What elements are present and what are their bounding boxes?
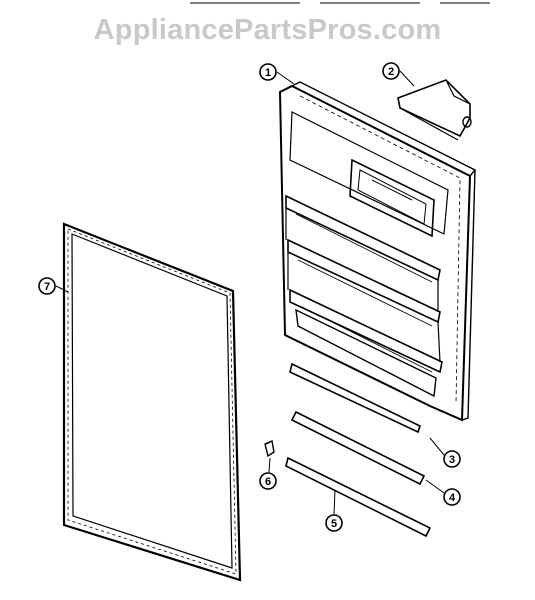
door-liner[interactable] — [278, 81, 477, 422]
callout-label-2: 2 — [388, 66, 394, 78]
retainer-bar-4[interactable] — [285, 456, 432, 538]
callout-label-6: 6 — [265, 476, 271, 488]
retainer-bar-upper[interactable] — [289, 362, 421, 434]
callout-label-5: 5 — [331, 518, 337, 530]
callout-1: 1 — [259, 63, 277, 81]
leader-lines — [55, 70, 445, 515]
callout-label-1: 1 — [265, 67, 271, 79]
dairy-door[interactable] — [397, 79, 472, 141]
callout-label-7: 7 — [44, 281, 50, 293]
callout-4: 4 — [443, 488, 461, 506]
callout-label-3: 3 — [449, 454, 455, 466]
watermark-text: AppliancePartsPros.com — [93, 14, 442, 46]
callout-3: 3 — [443, 450, 461, 468]
callout-2: 2 — [382, 62, 400, 80]
callout-5: 5 — [325, 514, 343, 532]
callout-label-4: 4 — [449, 492, 456, 504]
door-gasket[interactable] — [62, 222, 242, 582]
callout-6: 6 — [259, 472, 277, 490]
retainer-bar-3[interactable] — [290, 410, 426, 486]
retainer-clip[interactable] — [264, 440, 275, 458]
callout-7: 7 — [38, 277, 56, 295]
